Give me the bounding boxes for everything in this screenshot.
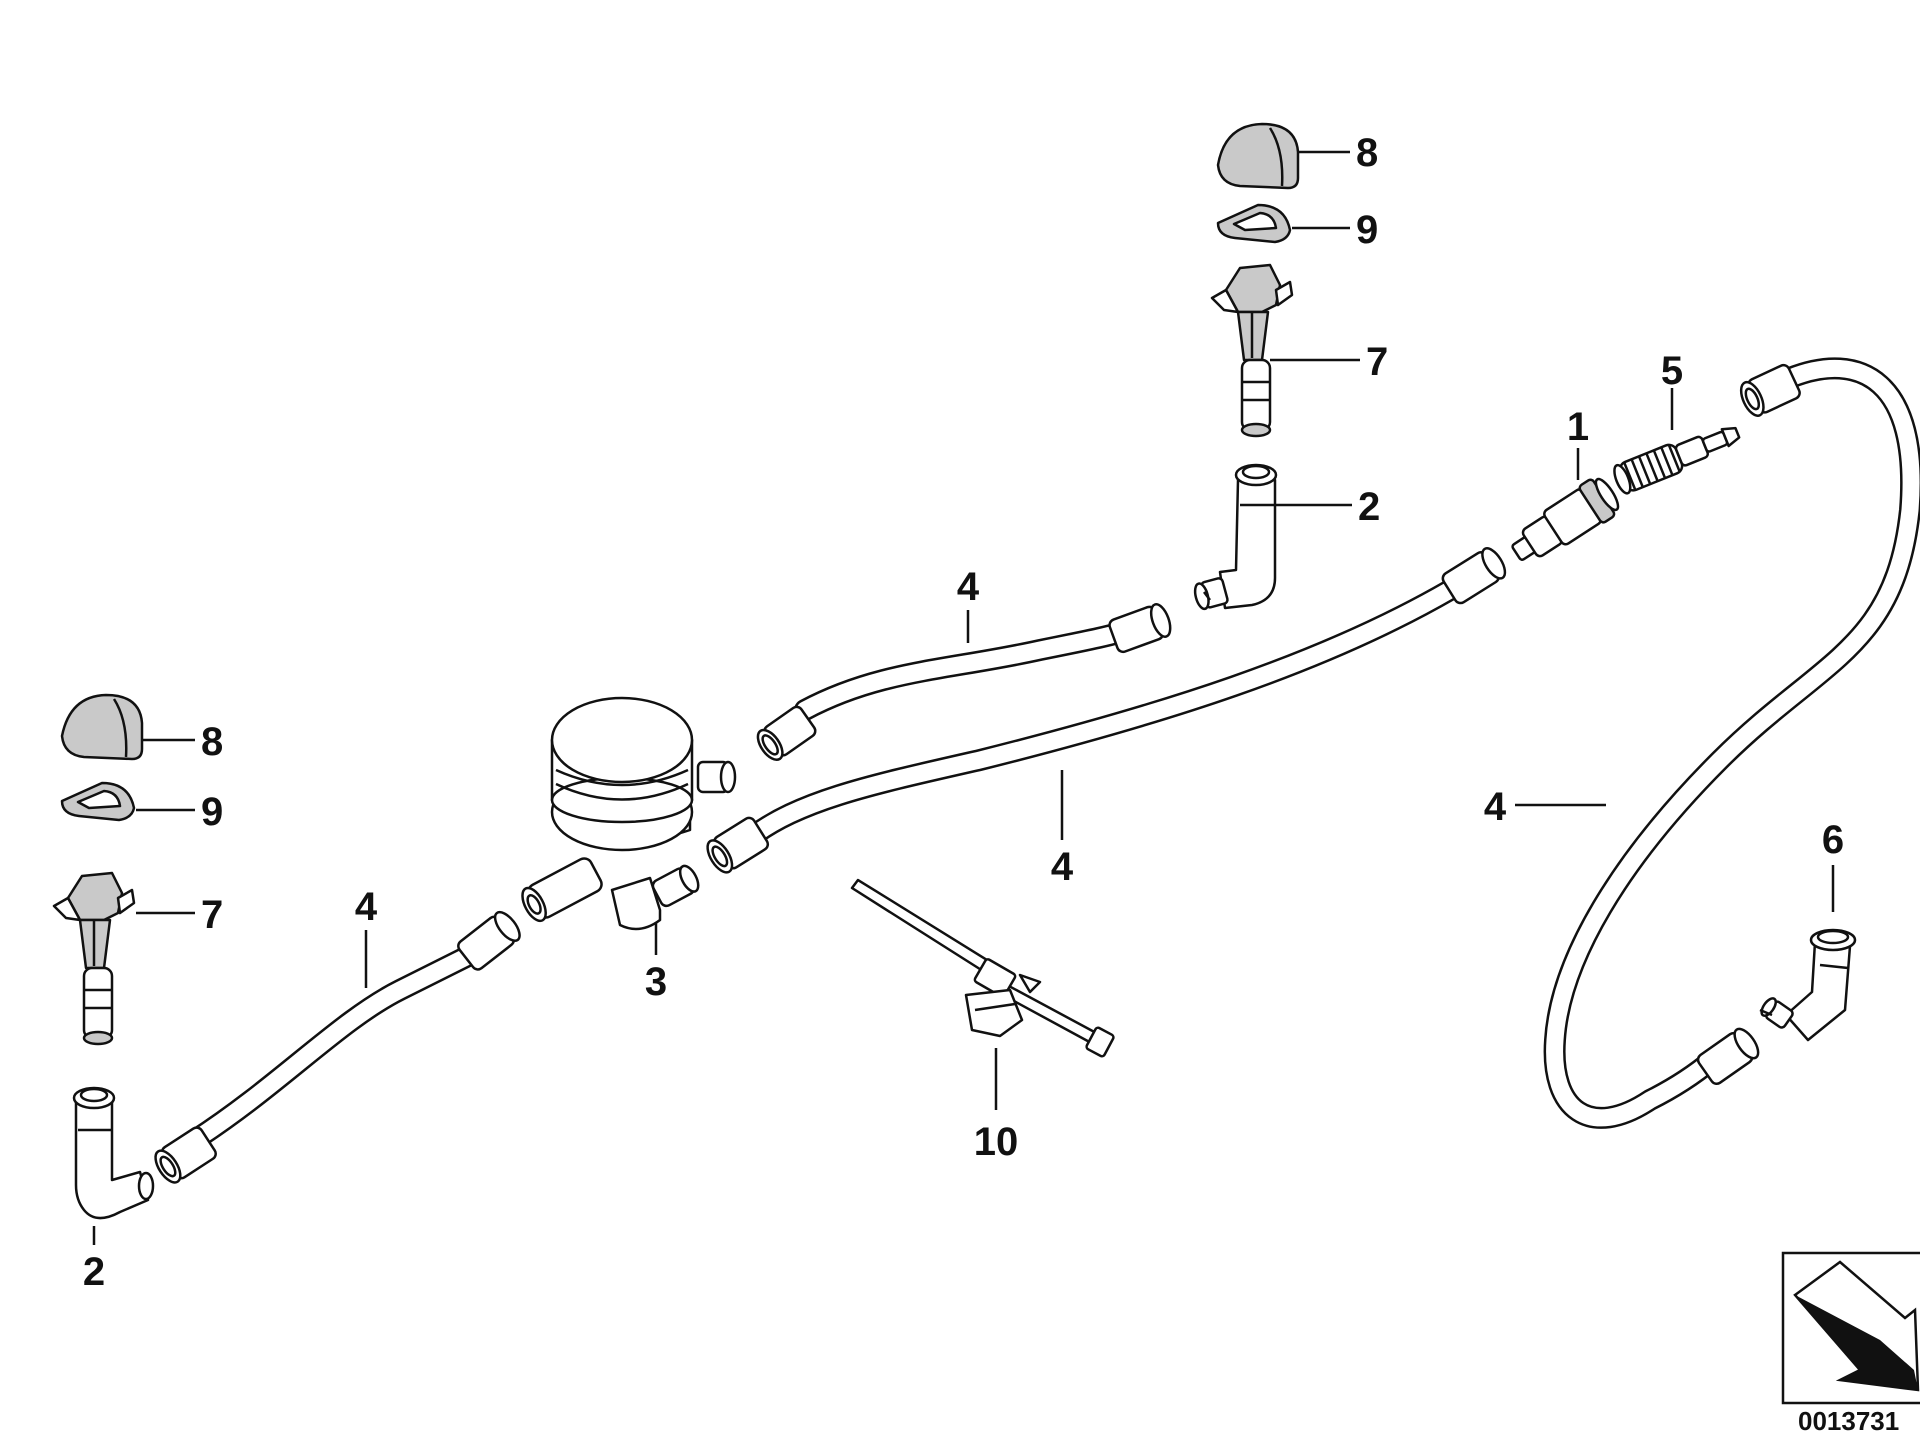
- part-8-cap-top: [1216, 122, 1300, 190]
- callout-5: 5: [1661, 349, 1683, 393]
- hose-part-4-middle: [706, 547, 1507, 874]
- part-10-cable-tie: [850, 878, 1115, 1058]
- part-6-elbow: [1759, 928, 1857, 1042]
- part-7-nozzle-left: [52, 871, 136, 1046]
- part-5-spring-connector: [1613, 426, 1741, 495]
- part-2-elbow-top: [1193, 463, 1278, 611]
- callout-6: 6: [1822, 818, 1844, 862]
- part-7-nozzle-top: [1210, 263, 1294, 438]
- callout-4-middle: 4: [1051, 845, 1074, 889]
- callout-4-right: 4: [1484, 785, 1507, 829]
- callout-7-left: 7: [201, 893, 223, 937]
- leader-lines: [92, 150, 1835, 1245]
- hose-part-4-upper: [756, 603, 1172, 761]
- callout-labels: 1 5 8 9 7 2 4 4 4 6 8 9 7 4 3 10 2: [83, 131, 1844, 1294]
- callout-2-top: 2: [1358, 485, 1380, 529]
- part-1-valve: [1511, 477, 1620, 561]
- callout-1: 1: [1567, 405, 1589, 449]
- callout-4-upper: 4: [957, 565, 980, 609]
- callout-9-top: 9: [1356, 208, 1378, 252]
- hose-part-4-left: [154, 910, 521, 1184]
- orientation-arrow-box: [1781, 1251, 1920, 1405]
- callout-7-top: 7: [1366, 340, 1388, 384]
- diagram-code: 0013731: [1798, 1406, 1899, 1436]
- part-9-gasket-left: [60, 781, 136, 822]
- callout-8-top: 8: [1356, 131, 1378, 175]
- part-2-elbow-bottom: [72, 1086, 155, 1220]
- callout-2-bottom: 2: [83, 1250, 105, 1294]
- part-8-cap-left: [60, 693, 144, 761]
- part-9-gasket-top: [1216, 203, 1292, 244]
- hose-part-4-right-loop: [1543, 357, 1920, 1129]
- callout-8-left: 8: [201, 720, 223, 764]
- callout-4-left: 4: [355, 885, 378, 929]
- callout-9-left: 9: [201, 790, 223, 834]
- part-3-distributor: [521, 696, 737, 931]
- callout-3: 3: [645, 960, 667, 1004]
- callout-10: 10: [974, 1120, 1019, 1164]
